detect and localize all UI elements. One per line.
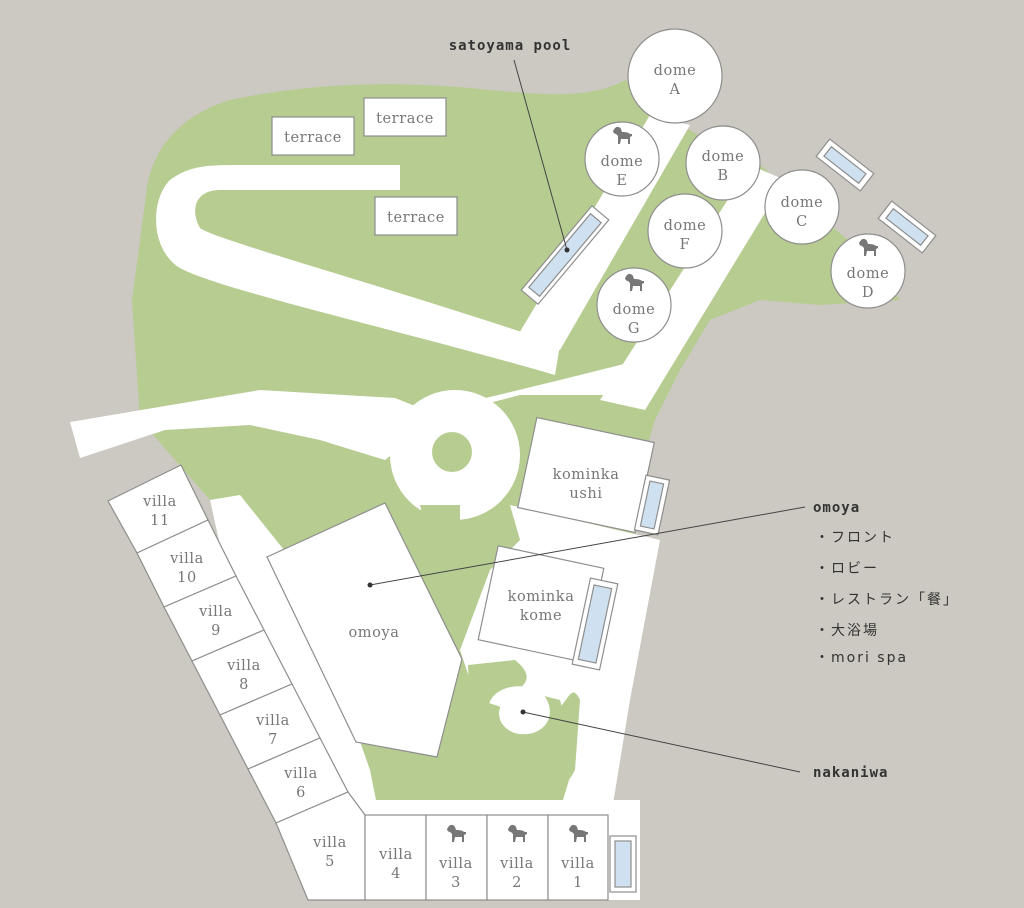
omoya-facility-front: ・フロント — [815, 530, 895, 546]
dome-e[interactable]: dome E — [584, 121, 660, 197]
svg-text:dome: dome — [664, 218, 707, 234]
svg-text:1: 1 — [573, 875, 583, 891]
svg-text:E: E — [616, 173, 627, 189]
omoya-facility-restaurant: ・レストラン「餐」 — [815, 592, 959, 608]
svg-text:villa: villa — [283, 766, 318, 782]
villa-10[interactable]: villa 10 — [169, 551, 204, 586]
svg-text:dome: dome — [702, 149, 745, 165]
svg-text:terrace: terrace — [376, 111, 434, 127]
kominka-ushi[interactable]: kominka ushi — [517, 416, 655, 534]
svg-text:terrace: terrace — [284, 130, 342, 146]
svg-text:6: 6 — [296, 785, 306, 801]
satoyama-pool — [527, 212, 603, 298]
omoya-facility-spa: ・mori spa — [815, 650, 908, 666]
svg-text:5: 5 — [325, 854, 335, 870]
svg-text:4: 4 — [391, 866, 401, 882]
satoyama-pool-label: satoyama pool — [449, 38, 572, 54]
svg-text:dome: dome — [601, 154, 644, 170]
villa-9[interactable]: villa 9 — [198, 604, 233, 639]
dome-b[interactable]: dome B — [685, 125, 761, 201]
svg-text:villa: villa — [226, 658, 261, 674]
svg-text:7: 7 — [268, 732, 278, 748]
omoya-facility-lobby: ・ロビー — [815, 561, 879, 577]
villa-6[interactable]: villa 6 — [283, 766, 318, 801]
svg-text:dome: dome — [613, 302, 656, 318]
svg-text:dome: dome — [847, 266, 890, 282]
dome-c-pool[interactable] — [815, 138, 875, 192]
villa-7[interactable]: villa 7 — [255, 713, 290, 748]
svg-text:C: C — [796, 214, 808, 230]
svg-text:villa: villa — [378, 847, 413, 863]
svg-text:ushi: ushi — [569, 486, 602, 502]
svg-text:dome: dome — [781, 195, 824, 211]
terrace-2[interactable]: terrace — [363, 97, 447, 137]
dome-f[interactable]: dome F — [647, 193, 723, 269]
svg-text:villa: villa — [255, 713, 290, 729]
svg-text:11: 11 — [150, 513, 170, 529]
dome-d-pool[interactable] — [877, 200, 937, 254]
svg-text:F: F — [680, 237, 691, 253]
villa-4[interactable]: villa 4 — [364, 814, 427, 901]
nakaniwa-label: nakaniwa — [813, 765, 888, 781]
villa-5[interactable]: villa 5 — [312, 835, 347, 870]
villa-1-pool[interactable] — [609, 835, 637, 893]
dome-d[interactable]: dome D — [830, 233, 906, 309]
leader-lines — [367, 59, 806, 773]
omoya-facility-bath: ・大浴場 — [815, 623, 879, 639]
svg-text:dome: dome — [654, 63, 697, 79]
kominka-ushi-pool[interactable] — [633, 474, 671, 536]
villa-3[interactable]: villa 3 — [425, 814, 488, 901]
dome-g[interactable]: dome G — [596, 267, 672, 343]
svg-text:D: D — [862, 285, 874, 301]
villa-8[interactable]: villa 8 — [226, 658, 261, 693]
svg-text:9: 9 — [211, 623, 221, 639]
svg-text:villa: villa — [198, 604, 233, 620]
svg-text:A: A — [668, 82, 680, 98]
svg-text:villa: villa — [312, 835, 347, 851]
svg-text:villa: villa — [142, 494, 177, 510]
svg-text:villa: villa — [499, 856, 534, 872]
terrace-1[interactable]: terrace — [271, 116, 355, 156]
kominka-kome[interactable]: kominka kome — [477, 545, 605, 663]
omoya-building[interactable]: omoya — [266, 502, 463, 758]
villa-11[interactable]: villa 11 — [142, 494, 177, 529]
svg-text:2: 2 — [512, 875, 522, 891]
svg-text:kominka: kominka — [508, 589, 575, 605]
dome-a[interactable]: dome A — [627, 28, 723, 124]
svg-text:10: 10 — [177, 570, 197, 586]
svg-text:omoya: omoya — [348, 625, 399, 641]
svg-text:8: 8 — [239, 677, 249, 693]
svg-text:G: G — [628, 321, 640, 337]
svg-text:kominka: kominka — [553, 467, 620, 483]
svg-text:villa: villa — [560, 856, 595, 872]
svg-text:kome: kome — [520, 608, 562, 624]
terrace-3[interactable]: terrace — [374, 196, 458, 236]
kominka-kome-pool[interactable] — [571, 577, 619, 671]
svg-text:villa: villa — [169, 551, 204, 567]
dome-c[interactable]: dome C — [764, 169, 840, 245]
svg-text:B: B — [717, 168, 728, 184]
svg-text:villa: villa — [438, 856, 473, 872]
villa-1[interactable]: villa 1 — [547, 814, 609, 901]
svg-text:3: 3 — [451, 875, 461, 891]
villa-column — [107, 464, 366, 901]
omoya-callout: omoya — [813, 500, 860, 516]
svg-text:terrace: terrace — [387, 210, 445, 226]
villa-2[interactable]: villa 2 — [486, 814, 549, 901]
